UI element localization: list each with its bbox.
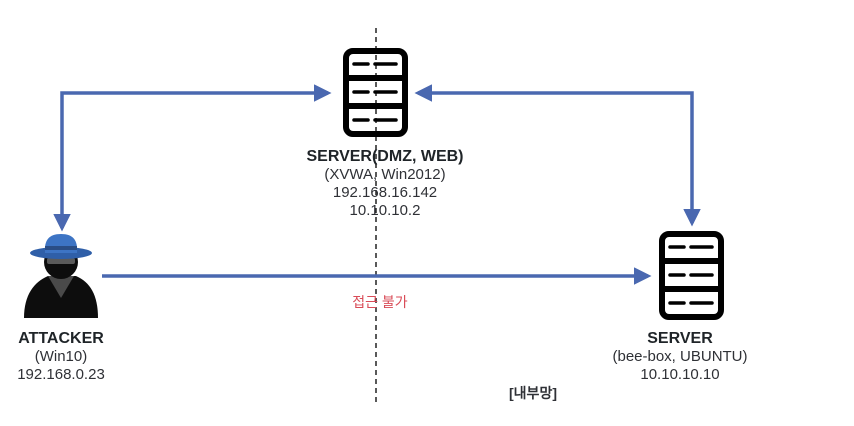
internal-network-label: [내부망] <box>509 385 557 401</box>
attacker-icon <box>24 234 98 318</box>
attacker-os: (Win10) <box>34 348 88 365</box>
arrow-dmz-server <box>414 84 701 227</box>
internal-server-title: SERVER <box>647 330 713 347</box>
dmz-server-title: SERVER(DMZ, WEB) <box>306 148 464 165</box>
blocked-access-label: 접근 불가 <box>352 294 408 310</box>
dmz-server-ip-external: 192.168.16.142 <box>332 184 438 201</box>
internal-server-os: (bee-box, UBUNTU) <box>612 348 748 365</box>
dmz-server-ip-internal: 10.10.10.2 <box>349 202 421 219</box>
attacker-label: ATTACKER (Win10) 192.168.0.23 <box>0 330 122 384</box>
attacker-title: ATTACKER <box>18 330 104 347</box>
dmz-server-os: (XVWA, Win2012) <box>324 166 446 183</box>
internal-server-label: SERVER (bee-box, UBUNTU) 10.10.10.10 <box>585 330 775 384</box>
attacker-ip: 192.168.0.23 <box>17 366 105 383</box>
internal-server-icon <box>659 231 724 320</box>
dmz-server-label: SERVER(DMZ, WEB) (XVWA, Win2012) 192.168… <box>255 148 515 220</box>
internal-server-ip: 10.10.10.10 <box>640 366 720 383</box>
arrow-attacker-dmz <box>53 84 332 232</box>
dmz-server-icon <box>343 48 408 137</box>
